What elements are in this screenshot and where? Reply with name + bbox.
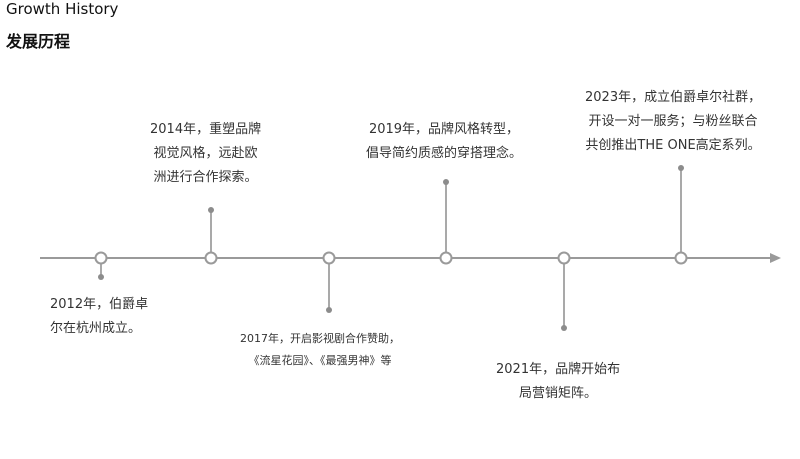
timeline-node-2021 xyxy=(557,251,571,265)
timeline-node-2019 xyxy=(439,251,453,265)
milestone-2012-text: 2012年，伯爵卓 尔在杭州成立。 xyxy=(50,293,148,341)
connector-dot-2014 xyxy=(208,207,214,213)
milestone-2017-text: 2017年，开启影视剧合作赞助， 《流星花园》、《最强男神》等 xyxy=(240,328,400,372)
milestone-2021-text: 2021年，品牌开始布 局营销矩阵。 xyxy=(496,358,620,406)
title-english: Growth History xyxy=(6,0,119,18)
timeline-node-2012 xyxy=(94,251,108,265)
connector-dot-2012 xyxy=(98,274,104,280)
milestone-2021-line-2: 局营销矩阵。 xyxy=(519,386,598,401)
connector-dot-2023 xyxy=(678,165,684,171)
milestone-2017-line-1: 2017年，开启影视剧合作赞助， xyxy=(240,332,400,345)
milestone-2012-line-2: 尔在杭州成立。 xyxy=(50,321,142,336)
milestone-2014-line-1: 2014年，重塑品牌 xyxy=(150,122,262,137)
milestone-2021-line-1: 2021年，品牌开始布 xyxy=(496,362,621,377)
connector-dot-2019 xyxy=(443,179,449,185)
connector-dot-2017 xyxy=(326,307,332,313)
connector-dot-2021 xyxy=(561,325,567,331)
milestone-2023-text: 2023年，成立伯爵卓尔社群， 开设一对一服务；与粉丝联合 共创推出THE ON… xyxy=(585,86,761,158)
milestone-2014-text: 2014年，重塑品牌 视觉风格，远赴欧 洲进行合作探索。 xyxy=(150,118,261,190)
timeline-arrowhead xyxy=(770,253,781,263)
milestone-2014-line-3: 洲进行合作探索。 xyxy=(153,170,258,185)
milestone-2017-line-2: 《流星花园》、《最强男神》等 xyxy=(248,354,392,367)
milestone-2019-line-1: 2019年，品牌风格转型， xyxy=(368,122,520,137)
milestone-2019-text: 2019年，品牌风格转型， 倡导简约质感的穿搭理念。 xyxy=(366,118,522,166)
milestone-2023-line-2: 开设一对一服务；与粉丝联合 xyxy=(588,114,758,129)
milestone-2023-line-3: 共创推出THE ONE高定系列。 xyxy=(585,138,761,153)
milestone-2014-line-2: 视觉风格，远赴欧 xyxy=(153,146,258,161)
timeline-node-2023 xyxy=(674,251,688,265)
milestone-2012-line-1: 2012年，伯爵卓 xyxy=(50,297,149,312)
timeline-node-2017 xyxy=(322,251,336,265)
timeline-node-2014 xyxy=(204,251,218,265)
milestone-2019-line-2: 倡导简约质感的穿搭理念。 xyxy=(366,146,523,161)
milestone-2023-line-1: 2023年，成立伯爵卓尔社群， xyxy=(585,90,762,105)
title-chinese: 发展历程 xyxy=(6,32,71,51)
